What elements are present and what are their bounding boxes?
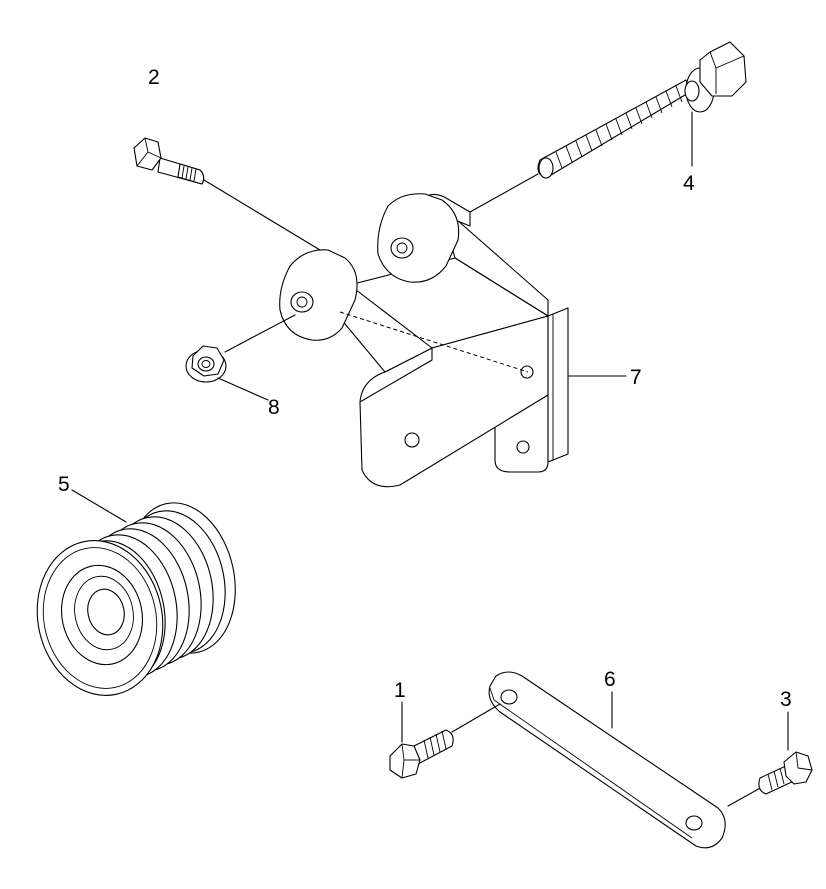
callout-6: 6 bbox=[604, 668, 616, 691]
part-6-link bbox=[488, 671, 726, 849]
part-4-long-bolt bbox=[469, 41, 747, 213]
callout-1: 1 bbox=[394, 679, 406, 702]
part-8-flange-nut bbox=[185, 314, 296, 401]
part-5-pulley bbox=[36, 489, 236, 696]
callout-5: 5 bbox=[58, 473, 70, 496]
callout-2: 2 bbox=[148, 66, 160, 89]
callout-7: 7 bbox=[630, 366, 642, 389]
callout-8: 8 bbox=[268, 396, 280, 419]
part-1-bolt bbox=[389, 701, 501, 779]
part-3-bolt bbox=[727, 711, 813, 807]
part-7-bracket bbox=[279, 193, 569, 488]
callout-4: 4 bbox=[683, 172, 695, 195]
callout-3: 3 bbox=[780, 688, 792, 711]
part-2-bolt bbox=[133, 137, 321, 251]
